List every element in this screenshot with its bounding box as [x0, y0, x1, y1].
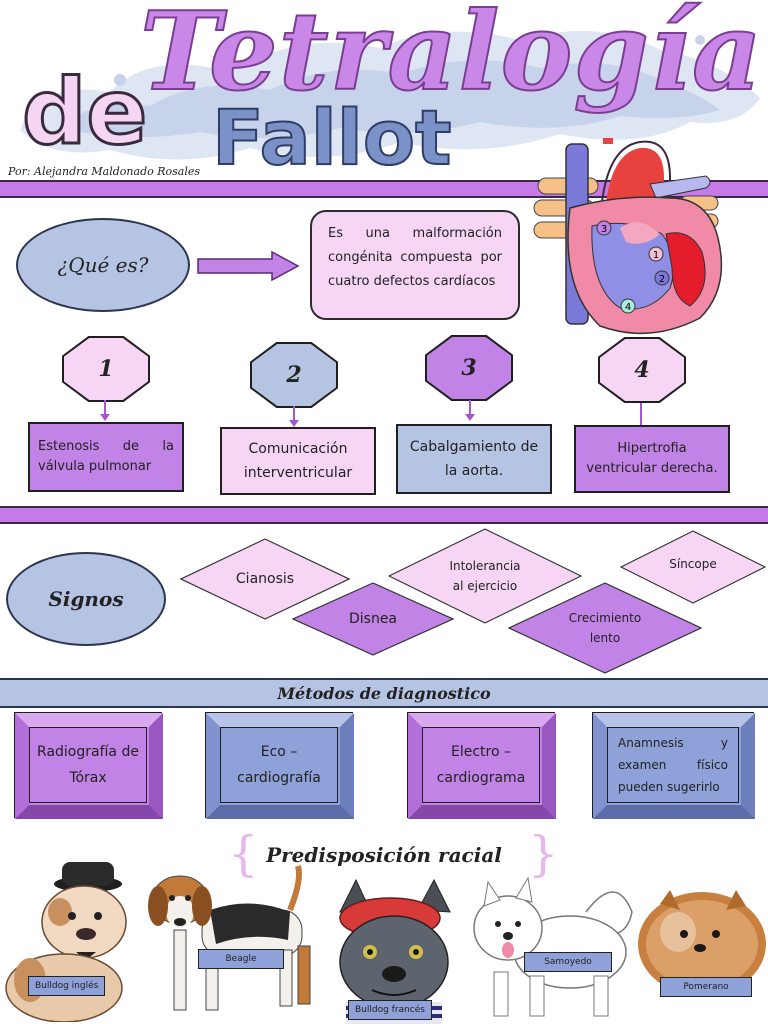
beagle-illustration — [148, 865, 311, 1011]
breed-text-beagle: Beagle — [225, 954, 257, 964]
breed-label-beagle: Beagle — [198, 949, 284, 969]
defect-box-1: Estenosis de la válvula pulmonar — [28, 422, 184, 492]
que-es-oval: ¿Qué es? — [16, 218, 190, 312]
heart-marker-1: 1 — [653, 250, 659, 261]
heart-marker-4: 4 — [625, 302, 631, 313]
octagon-3: 3 — [425, 335, 513, 401]
defect-box-2: Comunicación interventricular — [220, 427, 376, 495]
breed-label-bulldog-ingles: Bulldog inglés — [28, 976, 106, 996]
defect-box-3: Cabalgamiento de la aorta. — [396, 424, 552, 494]
divider-bar-middle — [0, 506, 768, 524]
method-text-electrocardiograma: Electro – cardiograma — [436, 744, 526, 786]
method-text-ecocardiografia: Eco – cardiografía — [237, 744, 321, 786]
sign-cianosis: Cianosis — [180, 538, 350, 620]
breed-label-bulldog-frances: Bulldog francés — [348, 1000, 432, 1020]
sign-sincope: Síncope — [620, 530, 766, 604]
pomerano-illustration — [638, 890, 766, 996]
method-text-anamnesis: Anamnesis y examen físico pueden sugerir… — [618, 736, 728, 794]
octagon-number-3: 3 — [427, 337, 511, 399]
connector-1 — [100, 400, 110, 421]
samoyedo-illustration — [473, 876, 633, 1017]
author-credit: Por: Alejandra Maldonado Rosales — [8, 165, 201, 178]
octagon-1: 1 — [62, 336, 150, 402]
metodos-bar: Métodos de diagnostico — [0, 678, 768, 708]
metodos-title: Métodos de diagnostico — [277, 683, 491, 703]
sign-crecimiento: Crecimiento lento — [508, 582, 702, 674]
sign-text-crecimiento: Crecimiento lento — [568, 611, 642, 645]
method-ecocardiografia: Eco – cardiografía — [205, 712, 354, 819]
definition-text: Es una malformación congénita compuesta … — [328, 226, 502, 289]
breed-text-pomerano: Pomerano — [683, 982, 729, 992]
defect-box-4: Hipertrofia ventricular derecha. — [574, 425, 730, 493]
defect-text-1: Estenosis de la válvula pulmonar — [38, 439, 174, 474]
signos-label: Signos — [48, 587, 124, 611]
sign-text-sincope: Síncope — [669, 557, 717, 571]
heart-marker-3: 3 — [601, 224, 607, 235]
method-radiografia: Radiografía de Tórax — [14, 712, 163, 819]
sign-disnea: Disnea — [292, 582, 454, 656]
arrow-right-icon — [197, 250, 300, 282]
method-text-radiografia: Radiografía de Tórax — [37, 744, 139, 786]
heart-marker-2: 2 — [659, 274, 665, 285]
sign-text-disnea: Disnea — [348, 611, 398, 627]
defect-text-4: Hipertrofia ventricular derecha. — [586, 441, 718, 476]
brace-left: { — [228, 826, 259, 882]
title-tetralogia: Tetralogía — [139, 0, 764, 115]
sign-text-intolerancia: Intolerancia al ejercicio — [449, 559, 521, 593]
definition-box: Es una malformación congénita compuesta … — [310, 210, 520, 320]
octagon-number-4: 4 — [600, 339, 684, 401]
breed-text-bulldog-frances: Bulldog francés — [355, 1005, 425, 1015]
defect-text-2: Comunicación interventricular — [243, 441, 353, 481]
heart-illustration: 3 1 2 4 — [533, 138, 723, 335]
method-electrocardiograma: Electro – cardiograma — [407, 712, 556, 819]
sign-text-cianosis: Cianosis — [235, 571, 295, 587]
octagon-4: 4 — [598, 337, 686, 403]
octagon-number-2: 2 — [252, 344, 336, 406]
connector-2 — [289, 406, 299, 427]
defect-text-3: Cabalgamiento de la aorta. — [409, 439, 539, 479]
title-de: de — [20, 60, 148, 165]
title-fallot: Fallot — [211, 93, 452, 182]
ink-splash-background — [20, 31, 760, 160]
breed-label-pomerano: Pomerano — [660, 977, 752, 997]
breed-label-samoyedo: Samoyedo — [524, 952, 612, 972]
connector-4 — [640, 403, 642, 425]
bulldog-ingles-illustration — [5, 862, 127, 1022]
method-anamnesis: Anamnesis y examen físico pueden sugerir… — [592, 712, 755, 819]
connector-3 — [465, 400, 475, 421]
predisposicion-title: Predisposición racial — [266, 843, 502, 867]
breed-text-samoyedo: Samoyedo — [544, 957, 592, 967]
brace-right: } — [528, 826, 559, 882]
que-es-label: ¿Qué es? — [57, 253, 149, 277]
signos-oval: Signos — [6, 552, 166, 646]
breed-text-bulldog-ingles: Bulldog inglés — [35, 981, 99, 991]
sign-intolerancia: Intolerancia al ejercicio — [388, 528, 582, 624]
octagon-2: 2 — [250, 342, 338, 408]
octagon-number-1: 1 — [64, 338, 148, 400]
